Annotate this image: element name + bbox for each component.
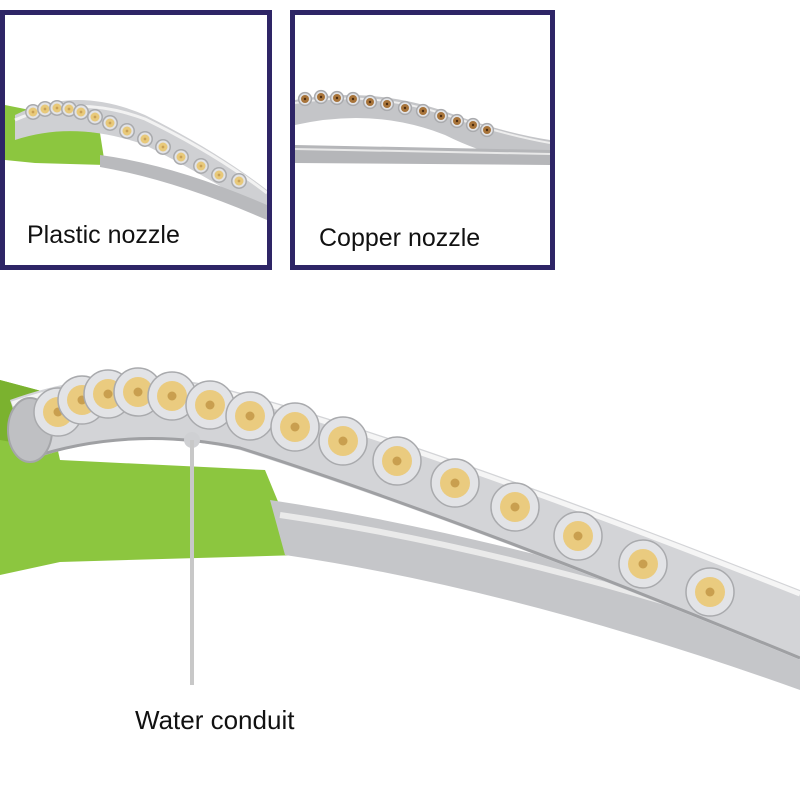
nozzle-hole xyxy=(485,128,489,132)
nozzle-hole xyxy=(143,137,147,141)
nozzle-hole xyxy=(79,110,83,114)
nozzle-hole xyxy=(217,173,221,177)
water-conduit-label: Water conduit xyxy=(135,705,295,735)
nozzle-hole xyxy=(421,109,425,113)
nozzle-hole xyxy=(705,587,715,597)
nozzle-hole xyxy=(638,559,648,569)
nozzle-hole xyxy=(303,97,307,101)
nozzle-hole xyxy=(510,502,520,512)
plastic-nozzle-row xyxy=(25,100,247,189)
copper-nozzle-row xyxy=(297,89,495,138)
nozzle-hole xyxy=(338,436,348,446)
plastic-nozzle-inset: Plastic nozzle xyxy=(0,10,272,270)
nozzle-hole xyxy=(108,121,112,125)
nozzle-hole xyxy=(351,97,355,101)
nozzle-hole xyxy=(67,107,71,111)
main-nozzle-row xyxy=(33,367,735,617)
nozzle-hole xyxy=(403,106,407,110)
nozzle-hole xyxy=(319,95,323,99)
nozzle-hole xyxy=(55,106,59,110)
plastic-nozzle-caption: Plastic nozzle xyxy=(27,221,180,249)
copper-nozzle-caption: Copper nozzle xyxy=(319,224,481,252)
nozzle-hole xyxy=(290,422,300,432)
nozzle-hole xyxy=(31,110,35,114)
nozzle-hole xyxy=(573,531,583,541)
plastic-nozzle-photo xyxy=(5,100,267,220)
copper-nozzle-photo xyxy=(295,89,550,165)
nozzle-hole xyxy=(335,96,339,100)
nozzle-hole xyxy=(167,391,177,401)
green-handle xyxy=(0,380,300,575)
nozzle-hole xyxy=(103,389,113,399)
nozzle-hole xyxy=(205,400,215,410)
metal-bar xyxy=(295,95,550,165)
nozzle-hole xyxy=(368,100,372,104)
nozzle-hole xyxy=(385,102,389,106)
nozzle-hole xyxy=(161,145,165,149)
nozzle-hole xyxy=(179,155,183,159)
copper-nozzle-inset: Copper nozzle xyxy=(290,10,555,270)
nozzle-hole xyxy=(133,387,143,397)
nozzle-hole xyxy=(471,123,475,127)
nozzle-hole xyxy=(439,114,443,118)
nozzle-hole xyxy=(455,119,459,123)
nozzle-hole xyxy=(237,179,241,183)
nozzle-hole xyxy=(125,129,129,133)
nozzle-hole xyxy=(43,107,47,111)
main-nozzle-closeup xyxy=(0,330,800,750)
metal-tube xyxy=(270,500,800,690)
nozzle-hole xyxy=(199,164,203,168)
nozzle-hole xyxy=(392,456,402,466)
closeup-photo xyxy=(0,367,800,690)
nozzle-hole xyxy=(93,115,97,119)
nozzle-hole xyxy=(245,411,255,421)
metal-bar xyxy=(15,100,267,215)
nozzle-hole xyxy=(450,478,460,488)
